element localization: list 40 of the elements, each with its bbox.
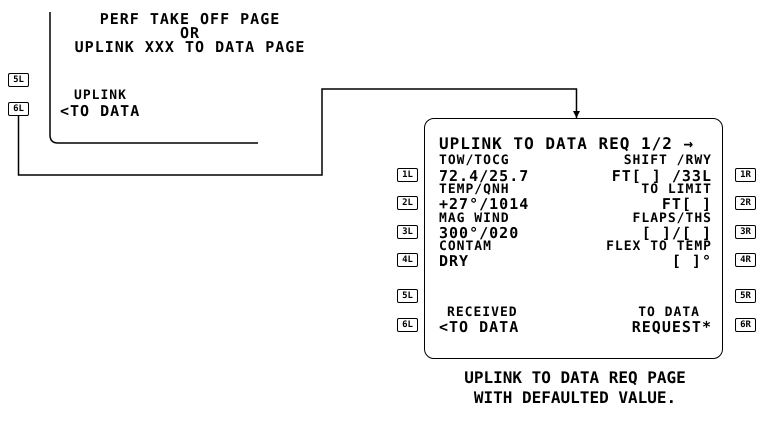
line-select-key: 2L xyxy=(397,196,418,210)
field-label: RECEIVED xyxy=(447,306,518,320)
field-value: +27°/1014 xyxy=(439,197,530,211)
field-value: FT[ ] /33L xyxy=(612,169,712,183)
line-select-key: 5R xyxy=(735,289,756,303)
field-label: TOW/TOCG xyxy=(439,154,510,168)
field-label: MAG WIND xyxy=(439,212,510,226)
field-label: TEMP/QNH xyxy=(439,183,510,197)
line-select-key: 6R xyxy=(735,318,756,332)
field-value: [ ]° xyxy=(672,254,712,268)
field-value: FT[ ] xyxy=(662,197,712,211)
field-label: TO LIMIT xyxy=(641,183,712,197)
field-value: <TO DATA xyxy=(439,320,520,334)
field-value: 72.4/25.7 xyxy=(439,169,530,183)
field-value: DRY xyxy=(439,254,470,268)
connector-arrow xyxy=(18,88,580,176)
field-label: FLAPS/THS xyxy=(632,212,712,226)
line-select-key: 4R xyxy=(735,253,756,267)
field-label: FLEX TO TEMP xyxy=(606,240,712,254)
line-select-key: 4L xyxy=(397,253,418,267)
line-select-key: 3R xyxy=(735,225,756,239)
figure-caption: UPLINK TO DATA REQ PAGE WITH DEFAULTED VALUE. xyxy=(463,368,687,408)
screen-text: <TO DATA xyxy=(60,104,140,118)
field-label: SHIFT /RWY xyxy=(624,154,712,168)
line-select-key: 5L xyxy=(8,73,29,87)
line-select-key: 1R xyxy=(735,168,756,182)
screen-text: UPLINK xyxy=(74,89,127,103)
line-select-key: 5L xyxy=(397,289,418,303)
display-screen xyxy=(424,118,723,359)
field-value: REQUEST* xyxy=(632,320,712,334)
line-select-key: 6L xyxy=(8,102,29,116)
line-select-key: 2R xyxy=(735,196,756,210)
line-select-key: 3L xyxy=(397,225,418,239)
field-label: TO DATA xyxy=(638,306,700,320)
page-title: UPLINK TO DATA REQ 1/2 → xyxy=(439,137,694,151)
field-value: [ ]/[ ] xyxy=(642,226,712,240)
field-label: CONTAM xyxy=(439,240,492,254)
line-select-key: 1L xyxy=(397,168,418,182)
field-value: 300°/020 xyxy=(439,226,520,240)
line-select-key: 6L xyxy=(397,318,418,332)
